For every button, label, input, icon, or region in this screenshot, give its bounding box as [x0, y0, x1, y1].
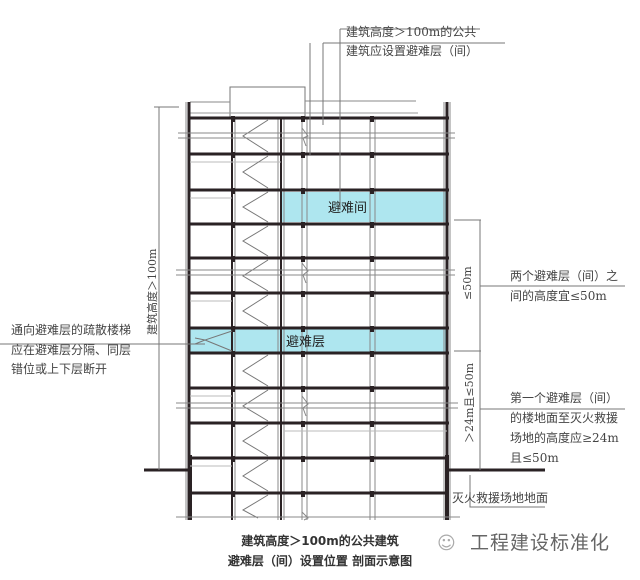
watermark-text: 工程建设标准化: [470, 532, 611, 554]
spacing-note-line2: 间的高度宜≤50m: [510, 289, 607, 303]
columns: [187, 102, 449, 520]
ground-label: 灭火救援场地地面: [452, 491, 549, 505]
floor-slabs: [188, 116, 449, 495]
stair-note-line1: 通向避难层的疏散楼梯: [11, 323, 132, 337]
first-note-line1: 第一个避难层（间）: [510, 391, 619, 405]
first-note-line2: 的楼地面至灭火救援: [510, 411, 619, 425]
top-note-line2: 建筑应设置避难层（间）: [346, 44, 479, 58]
first-refuge-dimension: ＞24m且≤50m: [463, 362, 476, 443]
caption-line1: 建筑高度＞100m的公共建筑: [241, 534, 399, 548]
first-note-line3: 场地的高度应≥24m: [510, 431, 619, 445]
building-height-dimension: 建筑高度＞100m: [146, 248, 159, 335]
stair-note-line2: 应在避难层分隔、同层: [11, 343, 132, 357]
watermark: ☺ 工程建设标准化: [437, 528, 610, 555]
refuge-room-label: 避难间: [328, 201, 368, 216]
first-note-line4: 且≤50m: [510, 451, 559, 465]
wechat-icon: ☺: [437, 533, 457, 554]
break-lines: [176, 127, 458, 521]
spacing-dimension: ≤50m: [461, 266, 474, 300]
refuge-floor-label: 避难层: [286, 335, 326, 350]
stair-note-line3: 错位或上下层断开: [11, 362, 108, 376]
refuge-floor-fill: [190, 329, 447, 352]
refuge-room-fill: [281, 192, 447, 222]
top-note-line1: 建筑高度＞100m的公共: [346, 25, 477, 39]
caption-line2: 避难层（间）设置位置 剖面示意图: [227, 554, 413, 568]
spacing-note-line1: 两个避难层（间）之: [510, 269, 619, 283]
evacuation-stair: [194, 119, 269, 519]
